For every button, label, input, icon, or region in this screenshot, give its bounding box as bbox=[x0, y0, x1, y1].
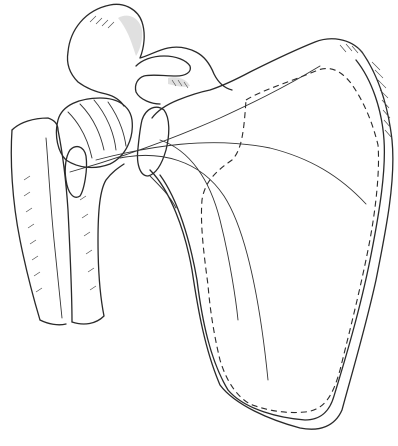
ligament-lines bbox=[70, 66, 366, 380]
coracoid-process bbox=[135, 56, 190, 104]
humeral-head bbox=[56, 98, 132, 167]
humerus-shaft bbox=[11, 118, 124, 325]
scapula-fossa-dashed-outline bbox=[201, 69, 378, 413]
scapula-blade bbox=[150, 39, 393, 429]
